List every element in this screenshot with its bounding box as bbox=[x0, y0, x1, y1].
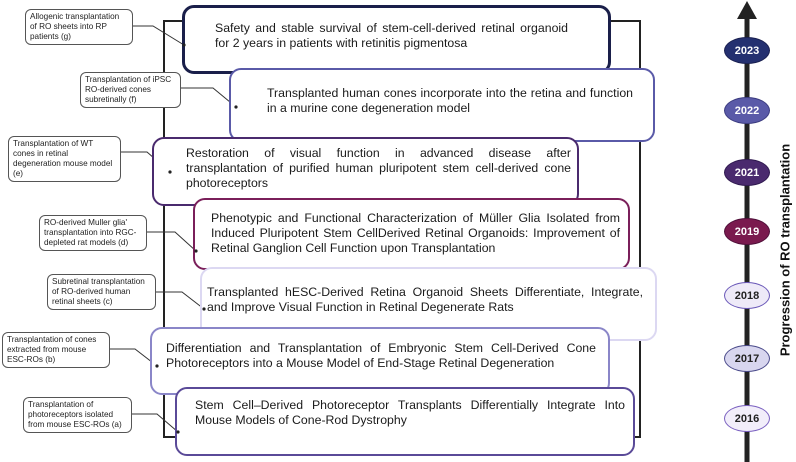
year-2018: 2018 bbox=[724, 282, 770, 309]
study-title-a: Stem Cell–Derived Photoreceptor Transpla… bbox=[195, 397, 625, 427]
year-2017: 2017 bbox=[724, 345, 770, 372]
study-box-g: Safety and stable survival of stem-cell-… bbox=[182, 5, 611, 74]
timeline-title: Progression of RO transplantation bbox=[777, 143, 793, 357]
study-label-e: Transplantation of WT cones in retinal d… bbox=[8, 136, 121, 182]
study-box-e: Restoration of visual function in advanc… bbox=[152, 137, 579, 206]
year-2022: 2022 bbox=[724, 97, 770, 124]
study-box-d: Phenotypic and Functional Characterizati… bbox=[193, 198, 630, 270]
study-title-f: Transplanted human cones incorporate int… bbox=[267, 86, 633, 115]
study-box-a: Stem Cell–Derived Photoreceptor Transpla… bbox=[175, 387, 635, 456]
study-label-c: Subretinal transplantation of RO-derived… bbox=[47, 274, 156, 310]
year-2019: 2019 bbox=[724, 218, 770, 245]
study-box-b: Differentiation and Transplantation of E… bbox=[150, 327, 610, 395]
study-title-g: Safety and stable survival of stem-cell-… bbox=[215, 20, 568, 50]
connector-b bbox=[110, 348, 158, 367]
study-box-f: Transplanted human cones incorporate int… bbox=[229, 68, 655, 142]
connector-d bbox=[147, 231, 197, 252]
year-2021: 2021 bbox=[724, 159, 770, 186]
study-title-e: Restoration of visual function in advanc… bbox=[186, 146, 571, 190]
study-label-b: Transplantation of cones extracted from … bbox=[2, 332, 110, 368]
year-2016: 2016 bbox=[724, 405, 770, 432]
connector-f bbox=[181, 87, 237, 108]
study-title-d: Phenotypic and Functional Characterizati… bbox=[211, 210, 620, 255]
connector-g bbox=[133, 25, 185, 46]
year-2023: 2023 bbox=[724, 37, 770, 64]
study-label-f: Transplantation of iPSC RO-derived cones… bbox=[80, 72, 181, 108]
study-title-b: Differentiation and Transplantation of E… bbox=[166, 341, 596, 370]
connector-c bbox=[156, 291, 205, 310]
connector-a bbox=[132, 413, 179, 433]
study-title-c: Transplanted hESC-Derived Retina Organoi… bbox=[207, 285, 643, 314]
study-label-g: Allogenic transplantation of RO sheets i… bbox=[25, 9, 133, 45]
arrowhead-icon bbox=[737, 1, 757, 19]
study-label-a: Transplantation of photoreceptors isolat… bbox=[23, 397, 132, 433]
study-label-d: RO-derived Muller glia' transplantation … bbox=[39, 215, 147, 251]
